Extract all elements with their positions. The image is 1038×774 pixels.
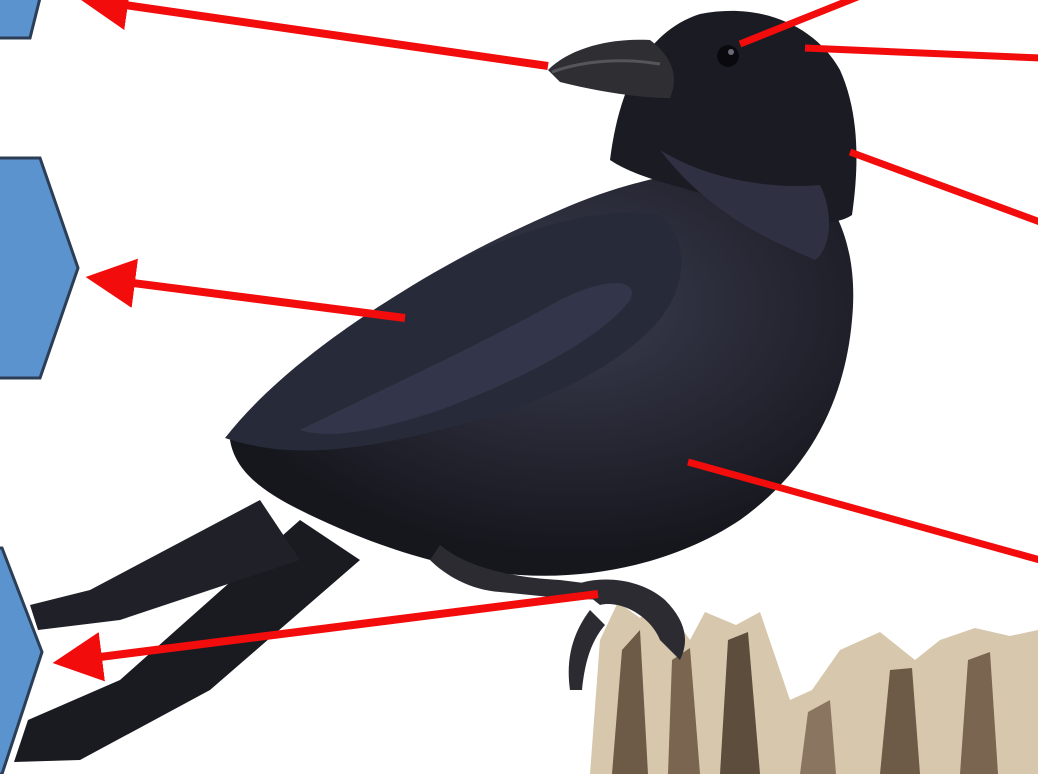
arrow-throat (850, 152, 1038, 222)
arrow-wing (125, 282, 405, 318)
arrow-crown (805, 48, 1038, 58)
label-box-wing (0, 158, 78, 378)
arrow-beak (118, 4, 548, 66)
label-box-head (0, 0, 42, 38)
